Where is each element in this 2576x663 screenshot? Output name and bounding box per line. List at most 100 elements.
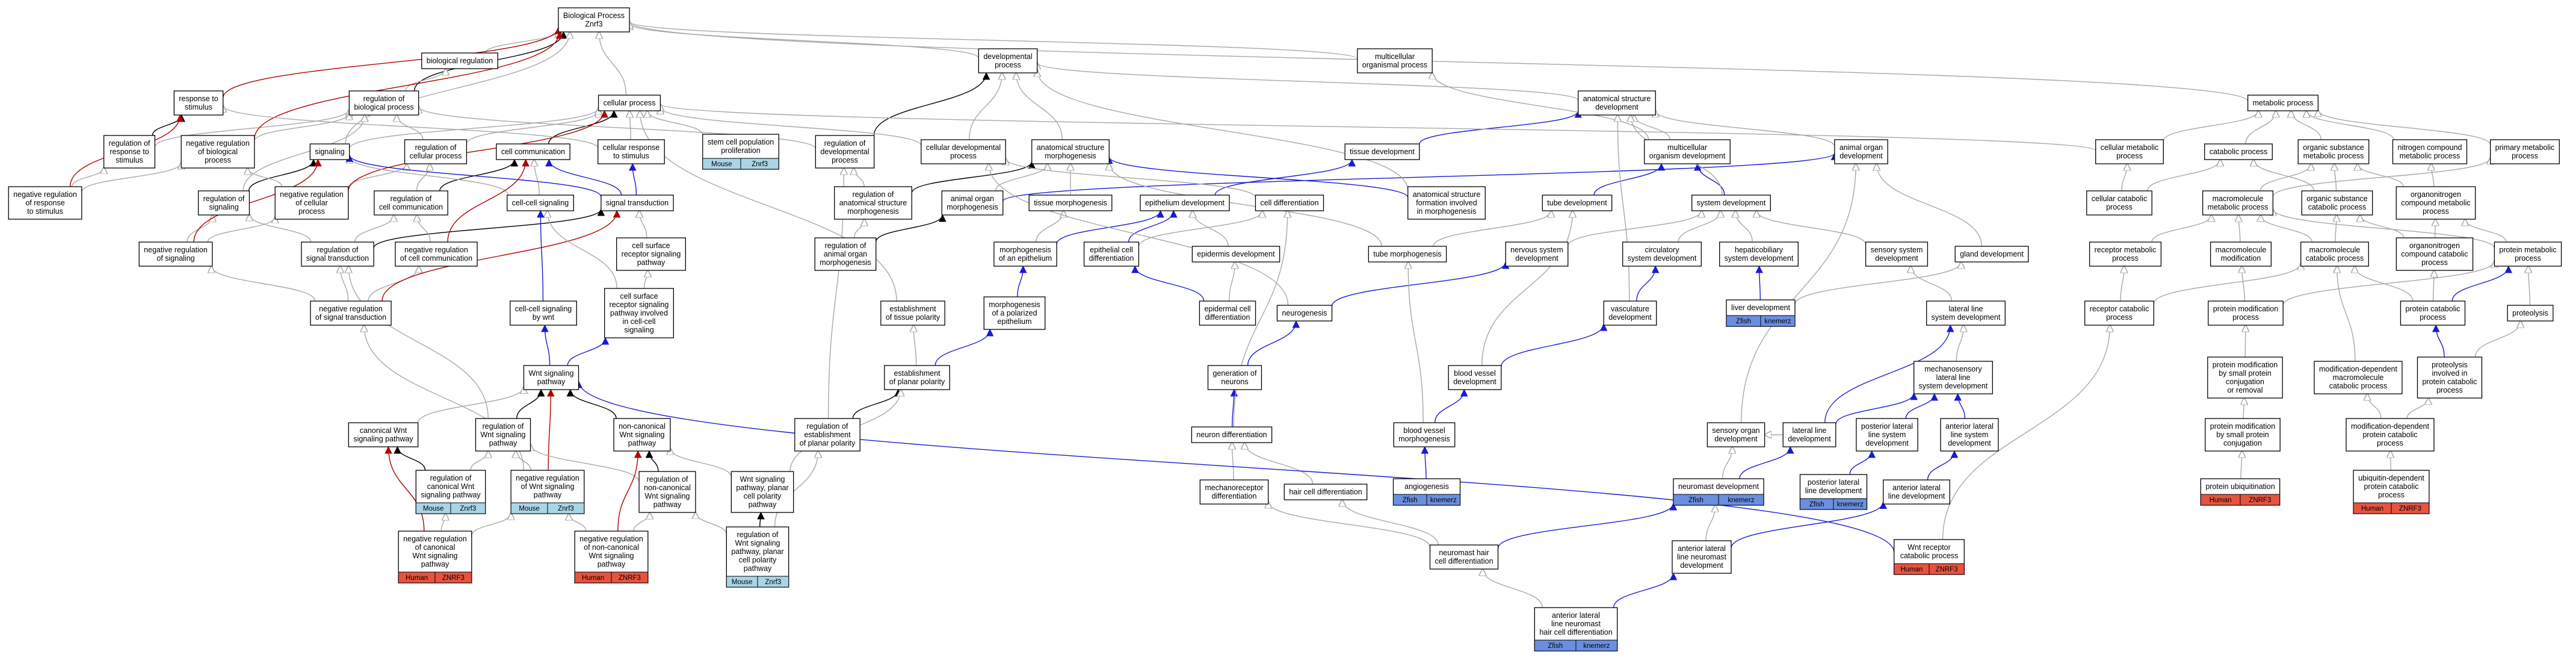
go-term-node-neurogenesis[interactable]: neurogenesis (1276, 305, 1333, 322)
go-term-node-signaling[interactable]: signaling (309, 143, 350, 160)
go-term-node-cell-communication[interactable]: cell communication (496, 143, 570, 160)
go-term-node-tissue-morphogenesis[interactable]: tissue morphogenesis (1028, 195, 1113, 211)
go-term-node-epidermis-development[interactable]: epidermis development (1191, 246, 1280, 263)
go-term-node-neuron-differentiation[interactable]: neuron differentiation (1191, 426, 1273, 443)
go-term-node-signal-transduction[interactable]: signal transduction (601, 195, 674, 211)
go-term-node-catabolic-process[interactable]: catabolic process (2204, 143, 2273, 160)
go-term-node-tube-morphogenesis[interactable]: tube morphogenesis (1368, 246, 1447, 263)
go-term-node-gland-development[interactable]: gland development (1954, 246, 2029, 263)
go-term-node-biological-regulation[interactable]: biological regulation (421, 52, 498, 69)
go-term-node-tissue-development[interactable]: tissue development (1344, 143, 1420, 160)
go-term-node-hair-cell-differentiation[interactable]: hair cell differentiation (1283, 484, 1368, 500)
go-term-node-cell-differentiation[interactable]: cell differentiation (1255, 195, 1324, 211)
go-term-node-epithelium-development[interactable]: epithelium development (1140, 195, 1230, 211)
go-term-node-metabolic-process[interactable]: metabolic process (2247, 95, 2319, 111)
go-term-node-system-development[interactable]: system development (1691, 195, 1771, 211)
go-term-node-tube-development[interactable]: tube development (1542, 195, 1613, 211)
